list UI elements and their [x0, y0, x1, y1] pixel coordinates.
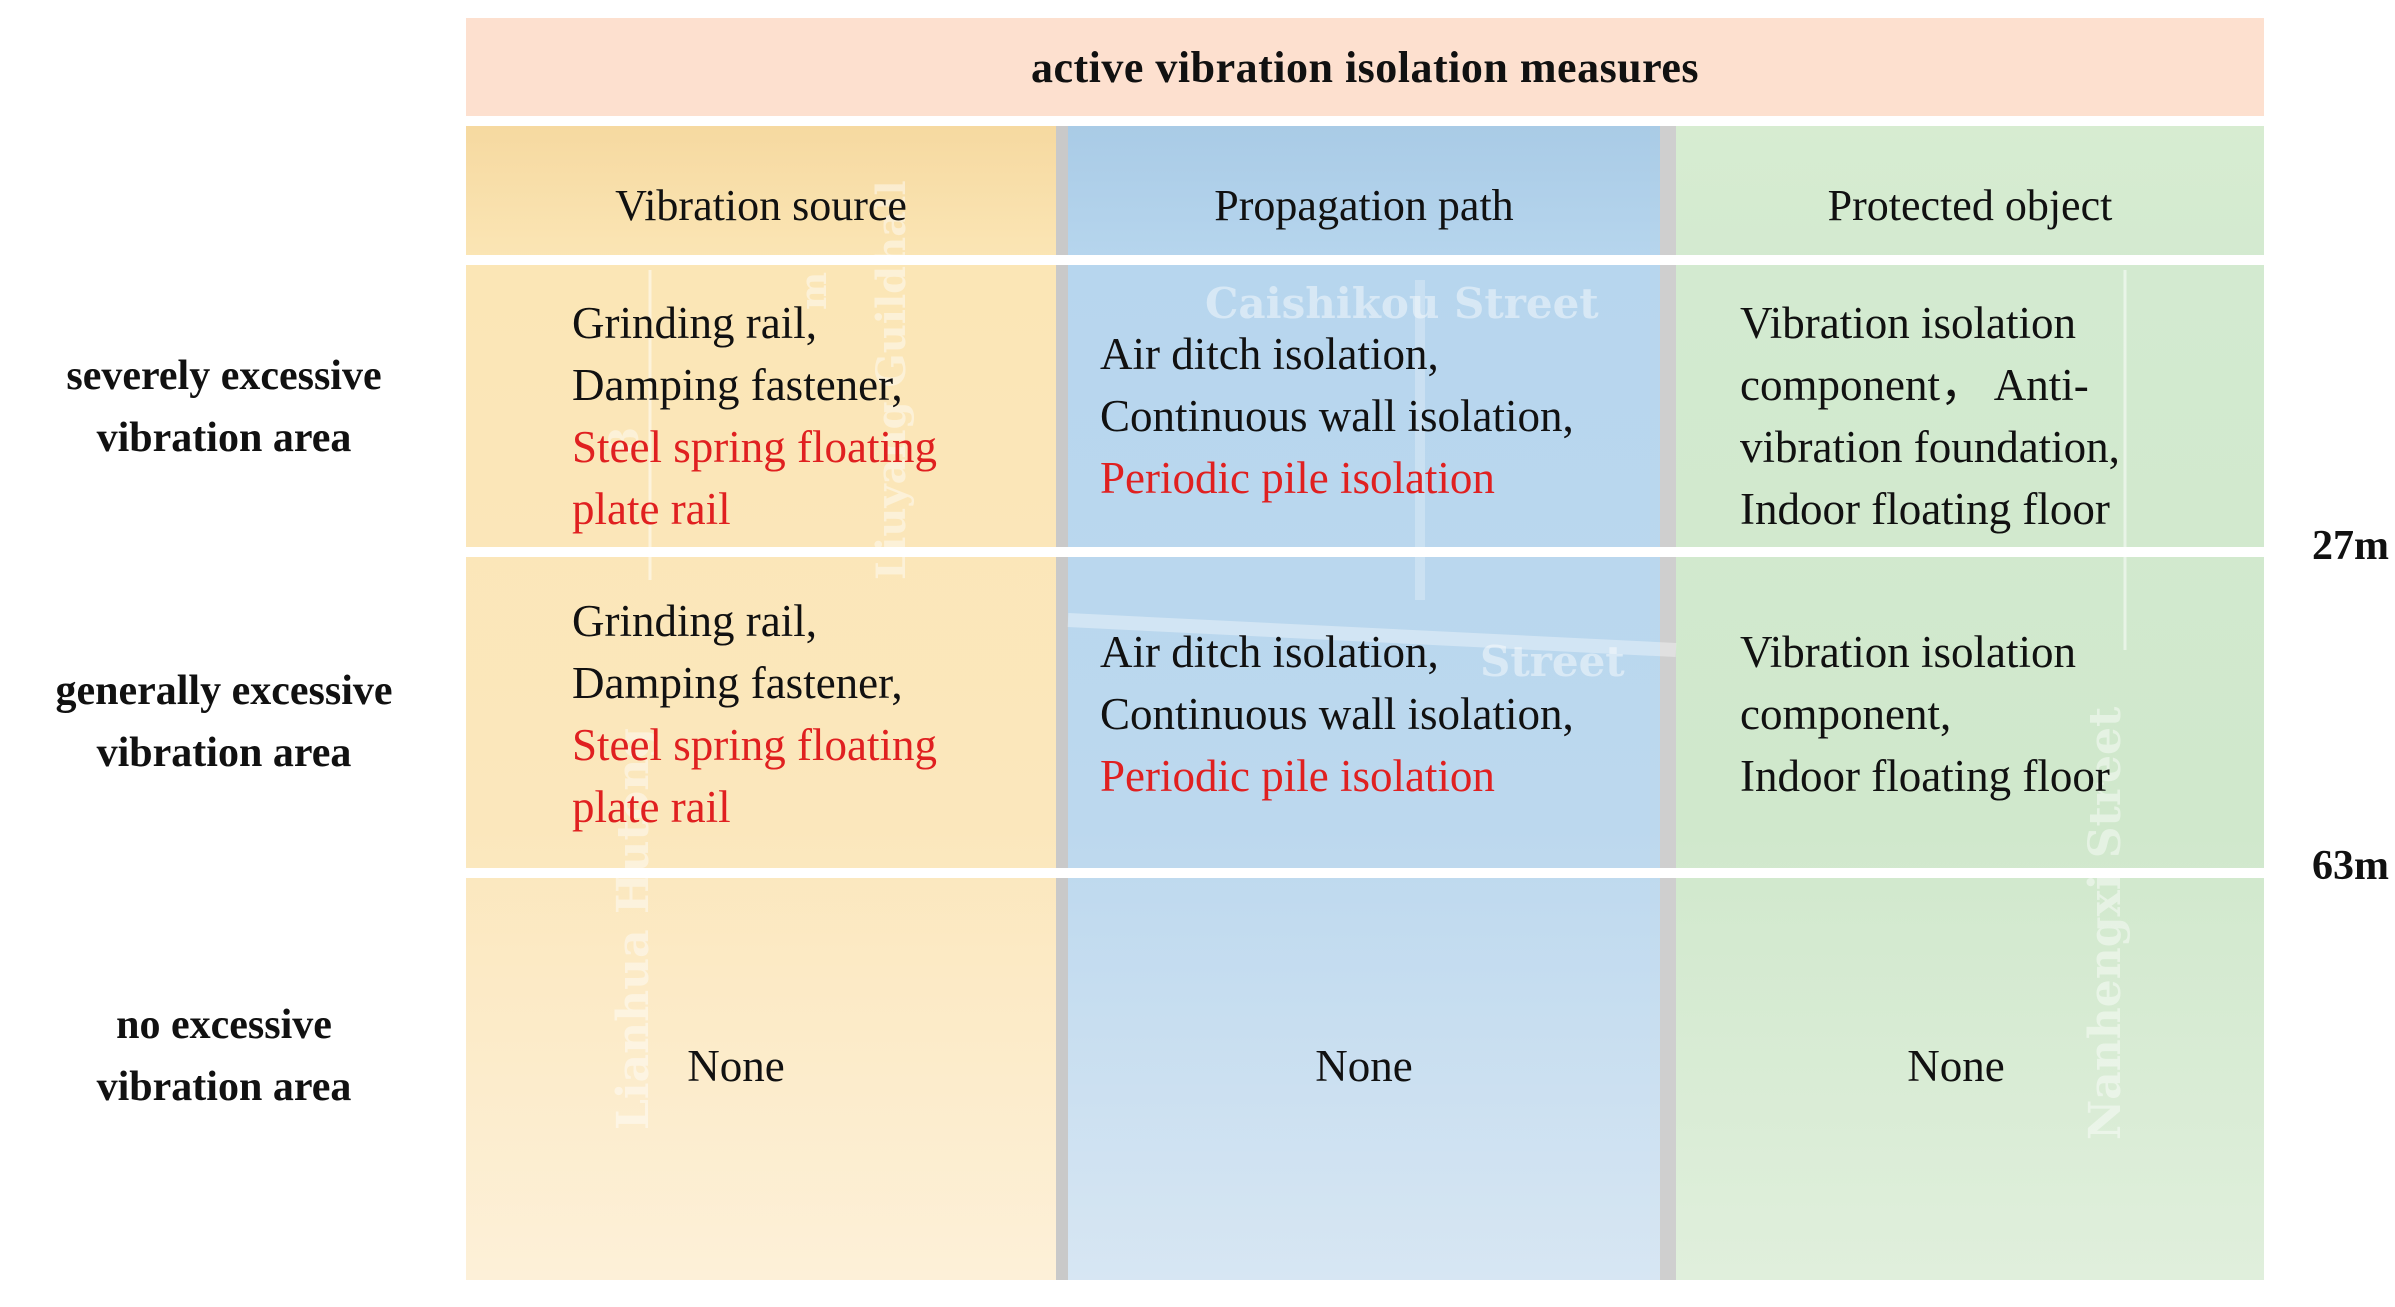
- column-divider: [1056, 126, 1068, 1280]
- cell-general-source: Grinding rail, Damping fastener, Steel s…: [572, 596, 937, 832]
- column-propagation-path: [1068, 126, 1660, 1280]
- row-separator: [466, 868, 2264, 878]
- column-header-source: Vibration source: [615, 180, 907, 230]
- cell-severe-source: Grinding rail, Damping fastener, Steel s…: [572, 298, 937, 534]
- column-header-path: Propagation path: [1214, 180, 1514, 230]
- row-label-severe: severely excessive vibration area: [66, 353, 382, 461]
- header-title: active vibration isolation measures: [466, 18, 2264, 116]
- cell-severe-path: Air ditch isolation, Continuous wall iso…: [1100, 329, 1574, 503]
- row-label-none: no excessive vibration area: [96, 1002, 352, 1110]
- row-separator: [466, 547, 2264, 557]
- row-label-general: generally excessive vibration area: [55, 668, 393, 776]
- cell-none-source: None: [687, 1041, 785, 1091]
- cell-general-object: Vibration isolation component, Indoor fl…: [1740, 627, 2110, 801]
- distance-line: [2264, 549, 2395, 555]
- column-vibration-source: [466, 126, 1056, 1280]
- cell-general-path: Air ditch isolation, Continuous wall iso…: [1100, 627, 1574, 801]
- cell-none-path: None: [1315, 1041, 1413, 1091]
- distance-line: [2264, 870, 2395, 876]
- distance-label-27m: 27m: [2312, 523, 2389, 569]
- cell-none-object: None: [1907, 1041, 2005, 1091]
- distance-label-63m: 63m: [2312, 843, 2389, 889]
- column-header-object: Protected object: [1827, 180, 2113, 230]
- cell-severe-object: Vibration isolation component， Anti- vib…: [1740, 298, 2120, 534]
- column-divider: [1660, 126, 1676, 1280]
- row-separator: [466, 255, 2264, 265]
- column-protected-object: [1676, 126, 2264, 1280]
